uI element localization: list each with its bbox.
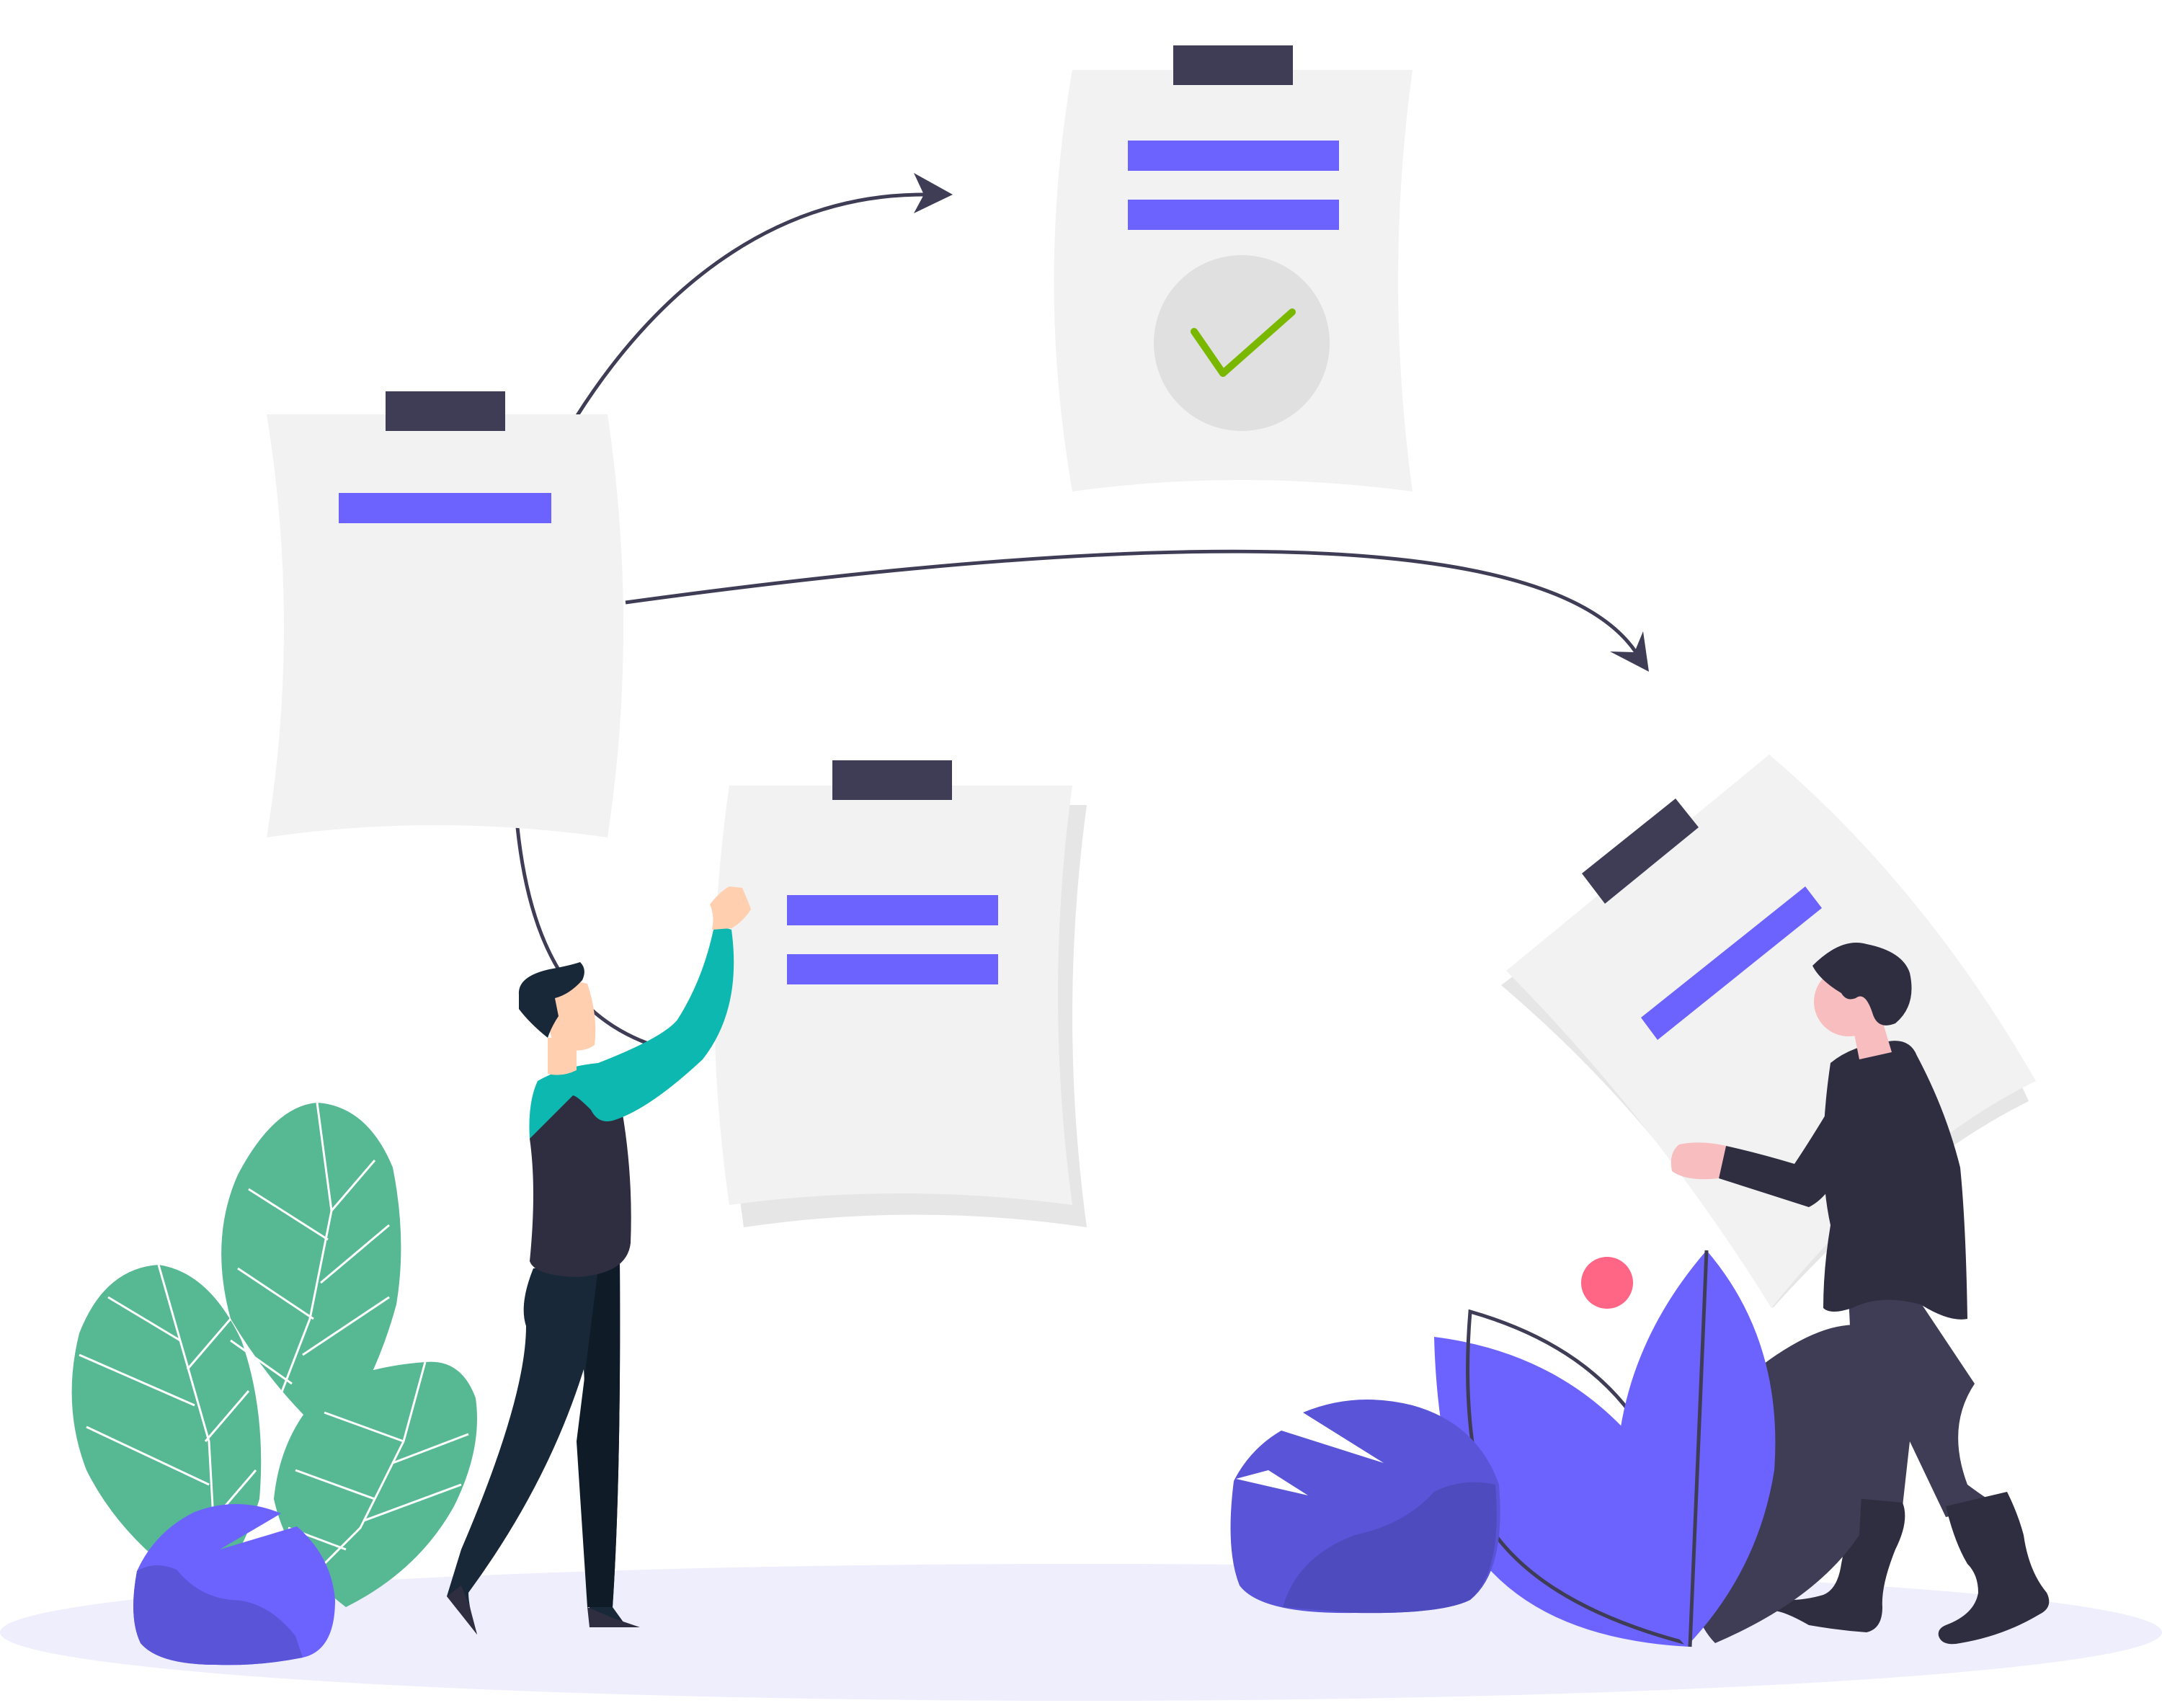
- shoe: [447, 1585, 477, 1634]
- person-left: [447, 886, 751, 1634]
- plants-left: [71, 1102, 477, 1665]
- jacket: [1823, 1041, 1967, 1320]
- boot: [1770, 1498, 1905, 1632]
- shrub-shade: [1283, 1482, 1497, 1614]
- clipboard-icon: [1054, 45, 1413, 492]
- arm: [1719, 1088, 1851, 1207]
- arrow-up-curve: [574, 192, 927, 418]
- clipboard-line: [787, 895, 998, 925]
- pants: [447, 1261, 626, 1634]
- clipboard-line: [1128, 200, 1339, 230]
- clipboard-line: [1641, 886, 1822, 1040]
- pants: [1849, 1290, 2003, 1517]
- clipboard-clip: [832, 760, 952, 800]
- checkmark-icon: [1191, 308, 1296, 377]
- clipboard-paper: [714, 786, 1072, 1205]
- leaf-veins: [79, 1102, 469, 1587]
- hand: [710, 886, 751, 930]
- check-circle: [1154, 255, 1330, 431]
- shirt: [529, 928, 734, 1139]
- leaf-vein: [1688, 1250, 1709, 1647]
- clipboard-line: [787, 954, 998, 984]
- clipboard-icon: [267, 391, 623, 837]
- plants-right: [1230, 1250, 1867, 1647]
- clipboard-icon: [714, 760, 1087, 1227]
- shrub-notch: [1236, 1470, 1308, 1495]
- clipboard-clip: [1582, 799, 1699, 904]
- leaf-icon: [1434, 1337, 1692, 1647]
- face: [546, 982, 596, 1051]
- hand: [1671, 1142, 1726, 1180]
- pants-shade: [577, 1261, 620, 1607]
- leaf-icon: [274, 1361, 477, 1607]
- arrow-long-curve: [625, 549, 1638, 654]
- hair: [518, 962, 584, 1038]
- hair: [1812, 943, 1912, 1026]
- clipboard-clip: [386, 391, 505, 431]
- clipboard-paper: [267, 414, 623, 837]
- clipboard-line: [1128, 141, 1339, 171]
- decorative-dot: [1581, 1257, 1633, 1309]
- shrub-shade: [133, 1565, 303, 1665]
- person-right: [1671, 943, 2050, 1645]
- arrow-head-down: [1610, 631, 1649, 672]
- arrow-head-right: [914, 173, 953, 213]
- boot: [1938, 1492, 2050, 1645]
- shoe: [587, 1607, 640, 1627]
- leaf-icon: [221, 1103, 401, 1441]
- clipboard-line: [339, 493, 551, 523]
- clipboard-clip: [1173, 45, 1293, 85]
